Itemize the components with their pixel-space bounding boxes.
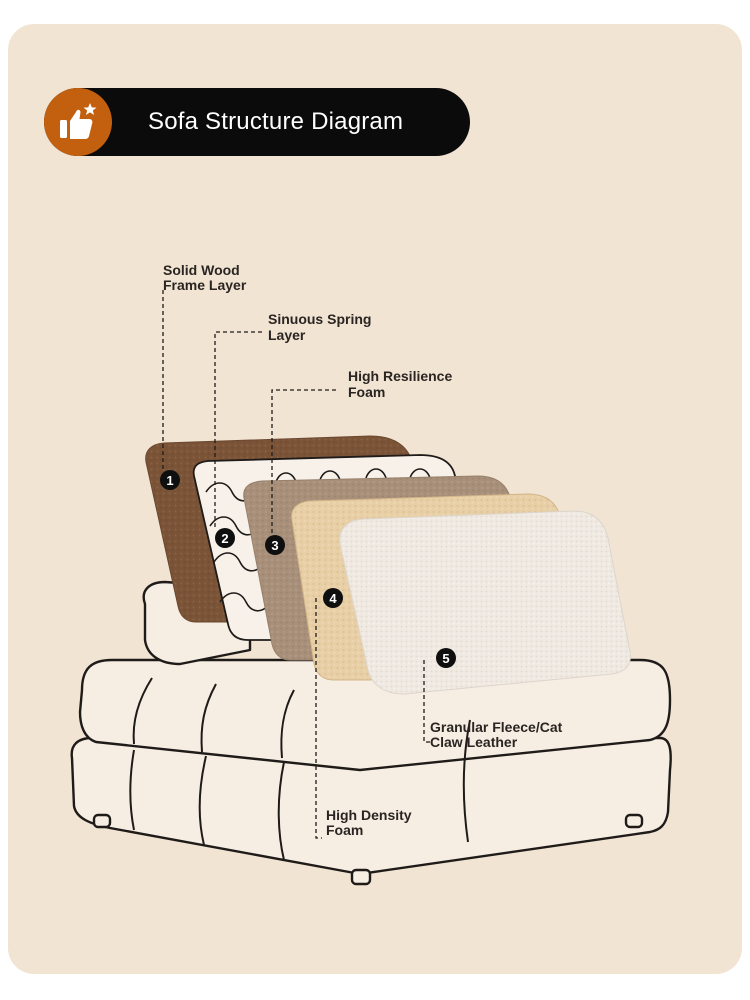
- label-solid-wood: Solid Wood Frame Layer: [163, 263, 246, 293]
- layer-marker-3: 3: [265, 535, 285, 555]
- label-sinuous-spring: Sinuous Spring Layer: [268, 312, 371, 343]
- layer-marker-4: 4: [323, 588, 343, 608]
- marker-2-number: 2: [221, 531, 228, 546]
- layer-marker-1: 1: [160, 470, 180, 490]
- label-sinuous-spring-line2: Layer: [268, 327, 306, 343]
- marker-4-number: 4: [329, 591, 337, 606]
- sofa-seams: [129, 677, 471, 861]
- marker-3-number: 3: [271, 538, 278, 553]
- leader-lines: [162, 290, 430, 839]
- label-sinuous-spring-line1: Sinuous Spring: [268, 311, 372, 327]
- marker-5-number: 5: [442, 651, 449, 666]
- granular-fleece-layer: [339, 510, 631, 695]
- label-high-density: High Density Foam: [326, 808, 412, 838]
- label-high-density-line2: Foam: [326, 822, 364, 838]
- layer-marker-5: 5: [436, 648, 456, 668]
- thumbs-up-star-icon: [60, 103, 97, 139]
- label-high-resilience: High Resilience Foam: [348, 369, 452, 400]
- label-high-resilience-line2: Foam: [348, 384, 386, 400]
- label-granular-fleece-line2: Claw Leather: [430, 734, 518, 750]
- label-solid-wood-line2: Frame Layer: [163, 277, 247, 293]
- label-granular-fleece: Granular Fleece/Cat Claw Leather: [430, 720, 562, 750]
- thumbs-up-star-badge: [44, 88, 112, 156]
- label-granular-fleece-line1: Granular Fleece/Cat: [430, 719, 563, 735]
- label-solid-wood-line1: Solid Wood: [163, 262, 240, 278]
- marker-1-number: 1: [166, 473, 173, 488]
- title-bar: [44, 88, 470, 156]
- layer-marker-2: 2: [215, 528, 235, 548]
- label-high-density-line1: High Density: [326, 807, 412, 823]
- page-title: Sofa Structure Diagram: [148, 108, 404, 135]
- label-high-resilience-line1: High Resilience: [348, 368, 453, 384]
